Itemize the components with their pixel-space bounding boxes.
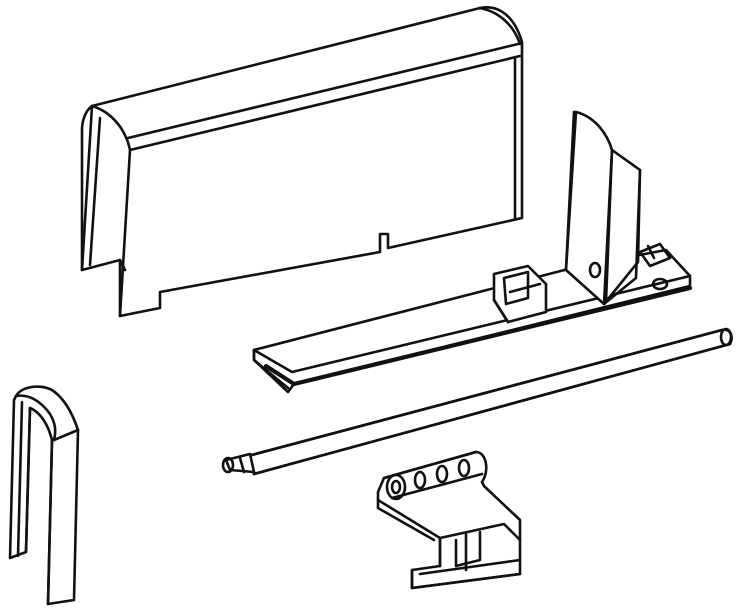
base-plate (252, 110, 693, 394)
cover-panel (80, 6, 524, 318)
hinge-bracket (376, 450, 522, 590)
hinge-pin (221, 327, 733, 476)
end-clip (8, 385, 80, 606)
